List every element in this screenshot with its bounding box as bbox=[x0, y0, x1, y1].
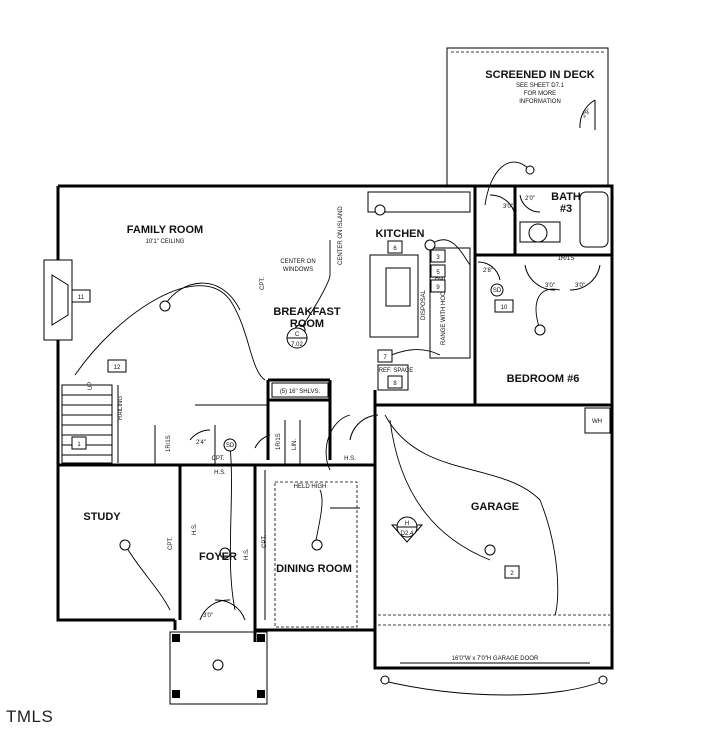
family-room-ceiling: 10'1" CEILING bbox=[146, 239, 185, 245]
key-7: 7 bbox=[383, 355, 387, 361]
foyer-label: FOYER bbox=[199, 551, 237, 563]
garage-door-note: 16'0"W x 7'0"H GARAGE DOOR bbox=[452, 656, 539, 662]
door-width-labels: 2'9" 3'0" 2'8" 2'0" 3'0" 3'0" 2'4" 3'0" bbox=[196, 108, 592, 619]
key-3: 3 bbox=[436, 255, 440, 261]
shelves-note: (5) 16" SHLVS. bbox=[280, 389, 321, 395]
garage-label: GARAGE bbox=[471, 501, 519, 513]
breakfast-label-2: ROOM bbox=[290, 318, 324, 330]
hs-note-1: H.S. bbox=[214, 470, 226, 476]
bath-label: BATH bbox=[551, 191, 581, 203]
hs-note-2: H.S. bbox=[344, 456, 356, 462]
center-windows-note-2: WINDOWS bbox=[283, 267, 313, 273]
door-width-closet: 2'8" bbox=[483, 268, 493, 274]
breakfast-label-1: BREAKFAST bbox=[273, 306, 341, 318]
door-width-bedroom-2: 3'0" bbox=[575, 283, 585, 289]
ref-space-note: REF. SPACE bbox=[379, 368, 414, 374]
key-2: 2 bbox=[510, 571, 514, 577]
linen-note: LIN. bbox=[292, 439, 298, 450]
center-island-note: CENTER ON ISLAND bbox=[338, 206, 344, 265]
study-label: STUDY bbox=[83, 511, 121, 523]
tag-c-letter: C bbox=[295, 332, 300, 338]
deck-note-1: SEE SHEET D7.1 bbox=[516, 83, 565, 89]
key-8: 8 bbox=[393, 381, 397, 387]
exterior-walls bbox=[43, 47, 614, 705]
cpt-note-2: CPT. bbox=[211, 456, 224, 462]
disposal-note: DISPOSAL bbox=[421, 289, 427, 320]
door-width-bedroom-1: 3'0" bbox=[545, 283, 555, 289]
water-heater-label: WH bbox=[592, 419, 602, 425]
sd-label-1: SD bbox=[226, 443, 235, 449]
door-swings bbox=[189, 99, 601, 621]
room-labels: SCREENED IN DECK SEE SHEET D7.1 FOR MORE… bbox=[83, 69, 594, 575]
door-width-deck: 2'9" bbox=[581, 108, 592, 119]
section-tags: C 7.02 H D2.4 bbox=[286, 327, 424, 543]
center-windows-note-1: CENTER ON bbox=[280, 259, 315, 265]
kitchen-label: KITCHEN bbox=[376, 228, 425, 240]
cpt-note-4: CPT. bbox=[262, 535, 268, 548]
tag-h-ref: D2.4 bbox=[401, 531, 414, 537]
bedroom-label: BEDROOM #6 bbox=[507, 373, 580, 385]
key-1: 1 bbox=[77, 442, 81, 448]
rs-note-2: 1R/1S bbox=[166, 435, 172, 452]
key-6: 6 bbox=[393, 246, 397, 252]
cpt-note-1: CPT. bbox=[260, 277, 266, 290]
bath-number: #3 bbox=[560, 203, 572, 215]
light-fixtures bbox=[119, 165, 608, 685]
door-width-closet-2: 2'4" bbox=[196, 440, 206, 446]
mls-watermark: TMLS bbox=[6, 707, 54, 726]
range-hood-note: RANGE WITH HOOD bbox=[441, 286, 447, 345]
tag-h-letter: H bbox=[405, 521, 409, 527]
screened-deck-label: SCREENED IN DECK bbox=[485, 69, 594, 81]
key-12: 12 bbox=[114, 365, 121, 371]
tag-c-ref: 7.02 bbox=[291, 342, 303, 348]
stairs bbox=[61, 384, 119, 464]
key-9: 9 bbox=[436, 285, 440, 291]
key-10: 10 bbox=[501, 305, 508, 311]
hs-note-4: H.S. bbox=[244, 548, 250, 560]
door-width-front: 3'0" bbox=[203, 613, 213, 619]
up-note: UP bbox=[88, 382, 94, 390]
railing-note: RAILING bbox=[118, 396, 124, 420]
key-numbers: 1 2 3 5 6 7 8 9 10 11 12 bbox=[71, 240, 520, 579]
interior-walls bbox=[58, 186, 612, 664]
held-high-note: HELD HIGH bbox=[294, 484, 327, 490]
family-room-label: FAMILY ROOM bbox=[127, 224, 203, 236]
door-width-bath-1: 3'0" bbox=[503, 204, 513, 210]
key-5: 5 bbox=[436, 270, 440, 276]
cpt-note-3: CPT. bbox=[168, 537, 174, 550]
rs-note-3: 1R/1S bbox=[276, 433, 282, 450]
rs-note-1: 1R/1S bbox=[558, 256, 575, 262]
sd-label-2: SD bbox=[493, 288, 502, 294]
deck-note-3: INFORMATION bbox=[519, 99, 561, 105]
dining-room-label: DINING ROOM bbox=[276, 563, 352, 575]
hs-note-3: H.S. bbox=[192, 523, 198, 535]
door-width-bath-2: 2'0" bbox=[525, 196, 535, 202]
deck-note-2: FOR MORE bbox=[524, 91, 556, 97]
key-11: 11 bbox=[78, 295, 85, 301]
plan-notes: CENTER ON WINDOWS CENTER ON ISLAND (5) 1… bbox=[88, 206, 602, 662]
